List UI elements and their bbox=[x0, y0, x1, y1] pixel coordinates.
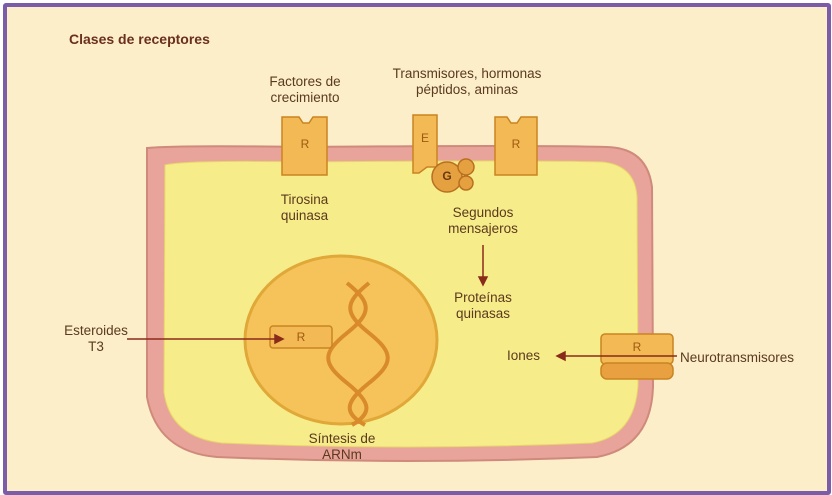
gpcr-letter: R bbox=[508, 137, 524, 151]
neurotransmitters-label: Neurotransmisores bbox=[680, 350, 794, 366]
diagram-title: Clases de receptores bbox=[69, 31, 210, 47]
ion-channel-letter: R bbox=[629, 340, 645, 354]
ions-label: Iones bbox=[507, 348, 540, 364]
effector-letter: E bbox=[417, 131, 433, 145]
tyrosine-receptor-letter: R bbox=[297, 137, 313, 151]
g-protein-letter: G bbox=[439, 169, 455, 183]
nuclear-receptor-letter: R bbox=[293, 330, 309, 344]
